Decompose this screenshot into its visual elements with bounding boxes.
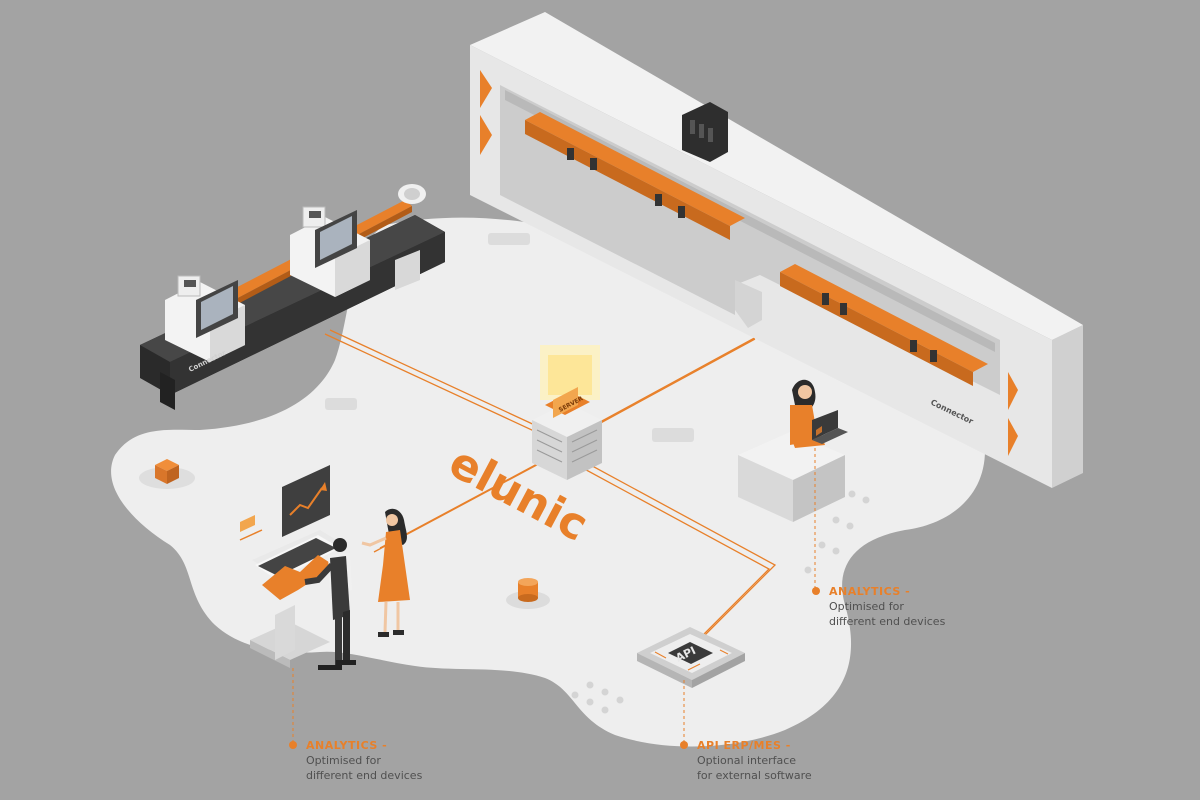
floor-dots [571,490,870,714]
callout-dash: - [377,739,388,752]
callout-line-2: for external software [697,769,812,782]
floor-tile [652,428,694,442]
server-unit: SERVER [532,345,602,480]
cnc-machine-left: Connector [140,184,445,410]
callout-line-2: different end devices [829,615,946,628]
bullet-dot [812,587,820,595]
callout-leaders [292,448,816,742]
person-woman [361,508,410,637]
callout-analytics-left: ANALYTICS - Optimised for different end … [289,738,422,783]
person-man [304,538,356,670]
analytics-terminal [229,465,345,668]
callout-title: API ERP/MES [697,739,782,752]
production-line-wall: Connector [470,12,1083,488]
laptop-user [738,379,848,522]
orange-cube [139,459,195,489]
floor-area [111,217,985,747]
callout-line-2: different end devices [306,769,423,782]
callout-api-erp-mes: API ERP/MES - Optional interface for ext… [680,738,812,783]
callout-dash: - [900,585,911,598]
callout-line-1: Optional interface [697,754,797,767]
floor-tile [488,233,530,245]
callout-line-1: Optimised for [306,754,381,767]
callout-title: ANALYTICS [306,739,378,752]
bullet-dot [680,741,688,749]
callout-analytics-right: ANALYTICS - Optimised for different end … [812,584,945,629]
bullet-dot [289,741,297,749]
callout-dash: - [781,739,791,752]
callout-line-1: Optimised for [829,600,904,613]
orange-cylinder-device [506,578,550,609]
callout-title: ANALYTICS [829,585,901,598]
floor-tile [325,398,357,410]
api-interface-chip: API [637,627,745,688]
